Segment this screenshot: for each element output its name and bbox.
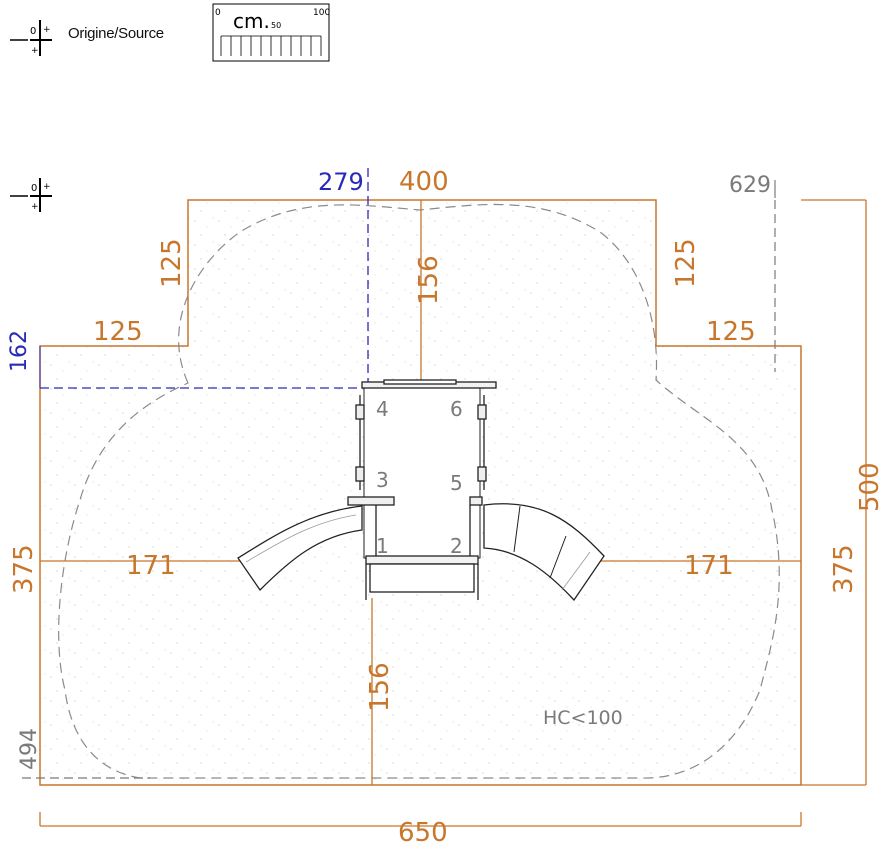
post-number-1: 1	[376, 534, 389, 558]
right-side-dimension: 375	[829, 544, 859, 594]
top-center-dimension: 400	[399, 167, 449, 197]
scale-zero: 0	[215, 8, 221, 18]
right-step-dimension: 125	[706, 317, 756, 347]
total-width-dimension: 650	[398, 818, 448, 846]
origin-symbol-header: 0 + +	[10, 20, 52, 56]
bottom-left-y-dimension: 494	[17, 728, 42, 770]
scale-mid: 50	[271, 21, 281, 30]
left-slide	[237, 505, 363, 592]
left-offset-dimension: 171	[126, 551, 176, 581]
post-number-3: 3	[376, 468, 389, 492]
post-number-6: 6	[450, 397, 463, 421]
scale-unit: cm.	[233, 9, 270, 33]
top-notch-right-dimension: 125	[671, 238, 701, 288]
top-depth-dimension: 156	[414, 255, 444, 305]
post-number-5: 5	[450, 471, 463, 495]
right-offset-dimension: 171	[684, 551, 734, 581]
play-tower	[347, 379, 497, 600]
left-side-dimension: 375	[9, 544, 39, 594]
post-number-2: 2	[450, 534, 463, 558]
origin-reference-lines	[40, 168, 369, 389]
scale-bar: 0 cm. 50 100	[212, 3, 330, 62]
origin-zero: 0	[30, 26, 36, 37]
left-step-dimension: 125	[93, 317, 143, 347]
orange-dimension-lines	[39, 199, 867, 827]
origin-plus-bottom: +	[31, 46, 39, 56]
plan-origin-plus-top: +	[43, 182, 51, 192]
origin-plus-top: +	[43, 25, 51, 35]
plan-origin-zero: 0	[31, 183, 37, 194]
total-height-dimension: 500	[855, 462, 879, 512]
right-x-dimension: 629	[729, 173, 771, 198]
origin-y-dimension-group: 162	[7, 330, 41, 388]
top-notch-left-dimension: 125	[157, 238, 187, 288]
fall-height-note: HC<100	[543, 707, 623, 729]
post-number-4: 4	[376, 397, 389, 421]
bottom-depth-dimension: 156	[365, 662, 395, 712]
origin-symbol-plan: 0 + +	[10, 178, 52, 212]
origin-x-dimension: 279	[318, 168, 364, 196]
impact-area-dashed	[58, 203, 780, 779]
origin-y-dimension: 162	[7, 330, 32, 372]
right-slide	[483, 503, 605, 602]
plan-origin-plus-bottom: +	[31, 202, 39, 212]
scale-max: 100	[313, 8, 330, 18]
origin-source-label: Origine/Source	[68, 25, 164, 42]
right-reference-lines	[22, 180, 776, 779]
